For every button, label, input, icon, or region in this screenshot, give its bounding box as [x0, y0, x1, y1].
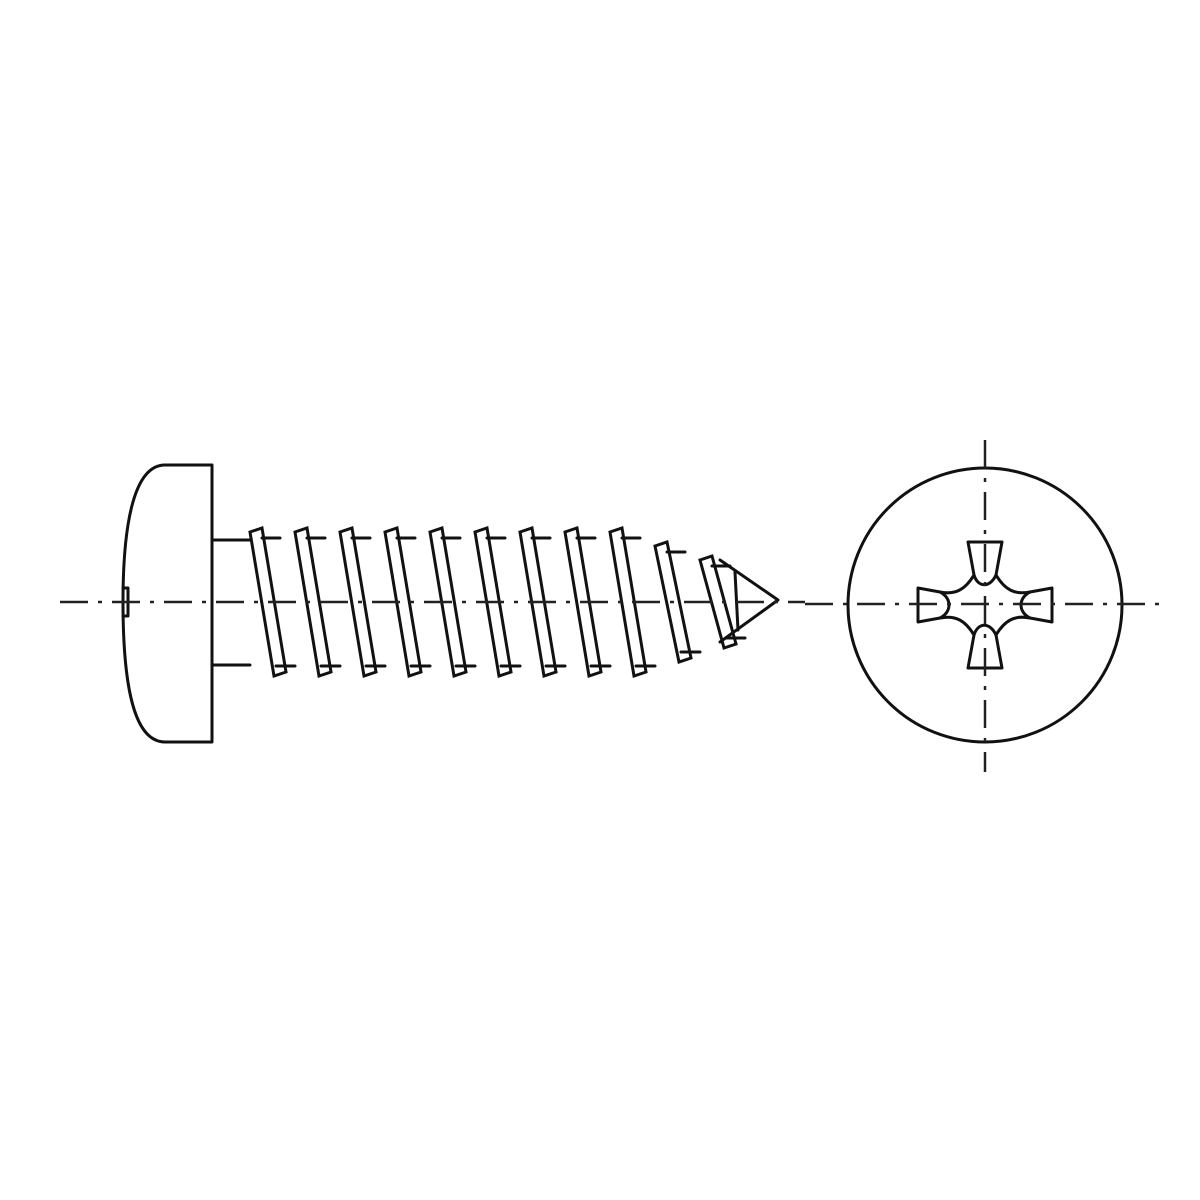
thread-root	[665, 550, 702, 654]
side-view	[60, 463, 805, 744]
thread-root	[350, 536, 387, 668]
screw-head-side	[121, 463, 214, 744]
thread-root	[440, 536, 477, 668]
screw-shank	[210, 538, 252, 667]
thread-root	[305, 536, 342, 668]
thread-root	[575, 536, 612, 668]
thread-root	[485, 536, 522, 668]
thread-root	[260, 536, 297, 668]
thread-root	[530, 536, 567, 668]
phillips-cross-recess	[916, 540, 1054, 670]
thread-root	[395, 536, 432, 668]
thread-root	[620, 536, 657, 668]
end-view	[805, 440, 1165, 772]
thread-crest	[293, 526, 333, 678]
thread-crest	[608, 526, 648, 678]
thread-crest	[698, 554, 738, 650]
thread-crest	[383, 526, 423, 678]
